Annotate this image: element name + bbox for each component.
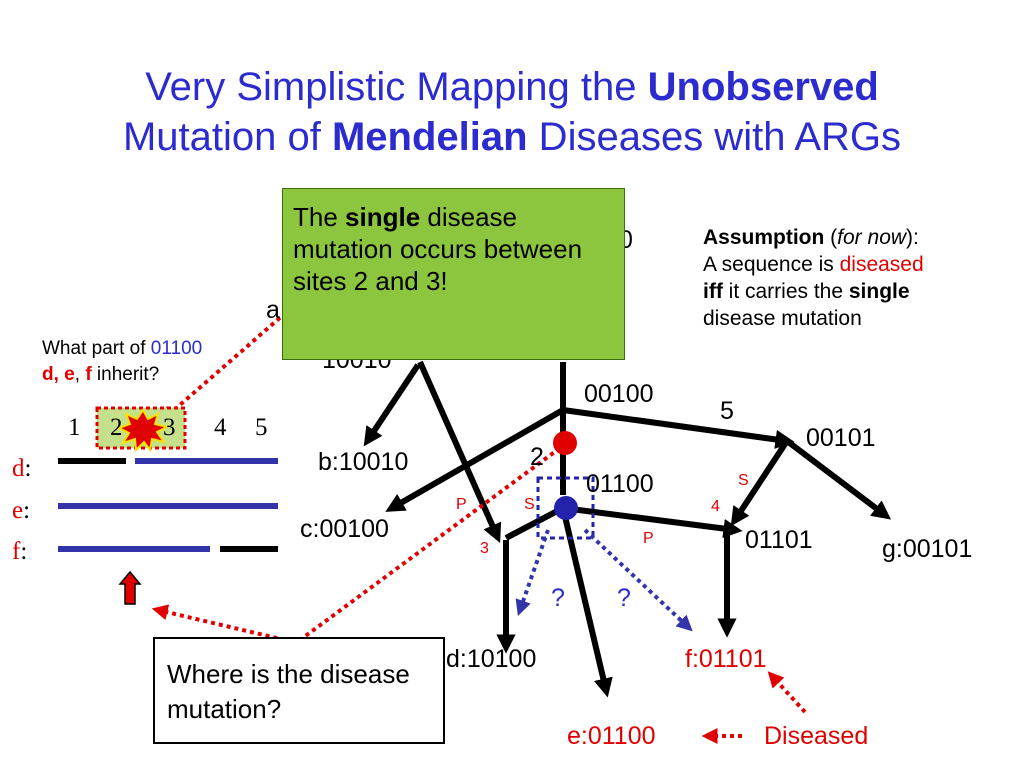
mutation-node-red xyxy=(553,431,577,455)
assumption-note: Assumption (for now): A sequence is dise… xyxy=(703,226,924,330)
edge-label-p-right: P xyxy=(643,530,654,547)
mutation-node-blue xyxy=(554,496,578,520)
pointer-to-sites xyxy=(160,300,300,423)
single-mutation-callout: The single disease mutation occurs betwe… xyxy=(282,188,625,360)
leaf-label-d: d:10100 xyxy=(446,645,537,673)
site-number-2: 2 xyxy=(110,414,123,441)
edge-label-5: 5 xyxy=(720,397,734,425)
edge-label-s-right: S xyxy=(738,472,749,489)
edge-to-b xyxy=(363,363,421,447)
edge-to-right xyxy=(562,407,795,449)
edge-blue-left xyxy=(504,505,565,541)
burst-star-icon xyxy=(116,408,170,453)
site-number-4: 4 xyxy=(214,414,227,441)
edge-label-4: 4 xyxy=(711,498,720,515)
leaf-label-b: b:10010 xyxy=(318,448,409,476)
pointer-from-red-node xyxy=(298,446,562,642)
inherit-question: What part of 01100 d, e, f inherit? xyxy=(42,338,203,385)
seq-label-e: e: xyxy=(12,497,31,524)
edge-label-s-left: S xyxy=(524,496,535,513)
edge-label-2: 2 xyxy=(530,443,544,471)
dotted-box-blue xyxy=(536,476,595,540)
site-number-5: 5 xyxy=(255,414,268,441)
edge-label-p-left: P xyxy=(456,496,467,513)
slide-title: Very Simplistic Mapping the Unobserved M… xyxy=(0,62,1024,162)
node-label-right-low: 01101 xyxy=(745,526,813,554)
pointer-to-up-arrow xyxy=(151,604,286,642)
edge-to-c xyxy=(385,407,565,512)
edge-label-3: 3 xyxy=(480,540,489,557)
pointer-to-f xyxy=(767,671,807,714)
title-line-2: Mutation of Mendelian Diseases with ARGs xyxy=(122,115,902,159)
question-mark-right: ? xyxy=(617,584,631,612)
up-arrow-icon xyxy=(118,570,142,605)
leaf-label-f: f:01101 xyxy=(685,645,767,673)
where-mutation-box: Where is the disease mutation? xyxy=(153,637,445,744)
seq-label-d: d: xyxy=(12,455,32,482)
title-line-1: Very Simplistic Mapping the Unobserved xyxy=(145,65,879,109)
edge-right-to-recomb xyxy=(730,439,790,527)
question-mark-left: ? xyxy=(551,584,565,612)
leaf-label-c: c:00100 xyxy=(300,515,389,543)
leaf-label-e: e:01100 xyxy=(567,722,656,750)
question-arrow-left xyxy=(515,529,550,617)
site-number-3: 3 xyxy=(163,414,176,441)
node-label-mid: 00100 xyxy=(584,380,654,408)
seq-label-f: f: xyxy=(12,538,28,565)
edge-blue-right xyxy=(562,505,743,539)
edge-to-e xyxy=(560,507,613,698)
node-label-right: 00101 xyxy=(806,424,876,452)
diseased-label: Diseased xyxy=(764,722,869,750)
edge-to-g xyxy=(785,438,892,520)
sequence-bars xyxy=(58,458,278,552)
leaf-label-g: g:00101 xyxy=(882,535,973,563)
question-arrow-right xyxy=(583,528,693,632)
edge-top-left-down xyxy=(417,360,502,544)
node-label-blue: 01100 xyxy=(586,470,654,498)
node-label-a: a xyxy=(266,296,280,324)
site-number-1: 1 xyxy=(68,414,81,441)
